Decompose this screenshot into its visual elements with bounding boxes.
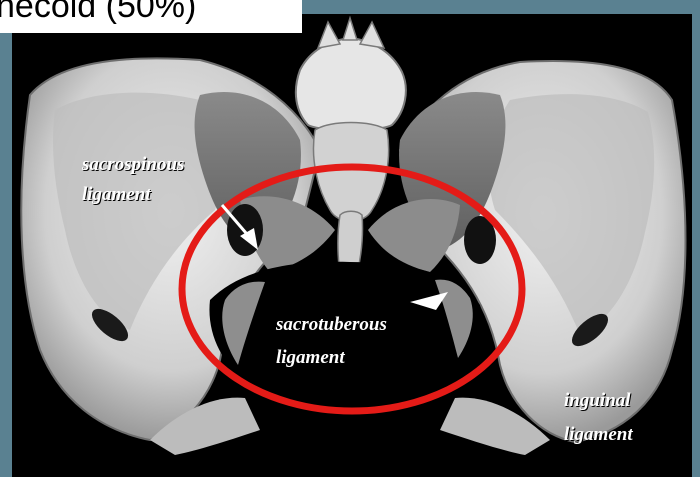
sacrotuberous-label-line1: sacrotuberous bbox=[276, 314, 387, 336]
inguinal-label-line2: ligament bbox=[564, 424, 633, 446]
sacrospinous-label-line1: sacrospinous bbox=[82, 154, 184, 176]
slide-title-box: necoid (50%) bbox=[0, 0, 302, 33]
slide-title: necoid (50%) bbox=[0, 0, 196, 26]
sacrotuberous-label-line2: ligament bbox=[276, 347, 345, 369]
inguinal-label-line1: inguinal bbox=[564, 390, 631, 412]
sacrospinous-label-line2: ligament bbox=[82, 184, 151, 206]
